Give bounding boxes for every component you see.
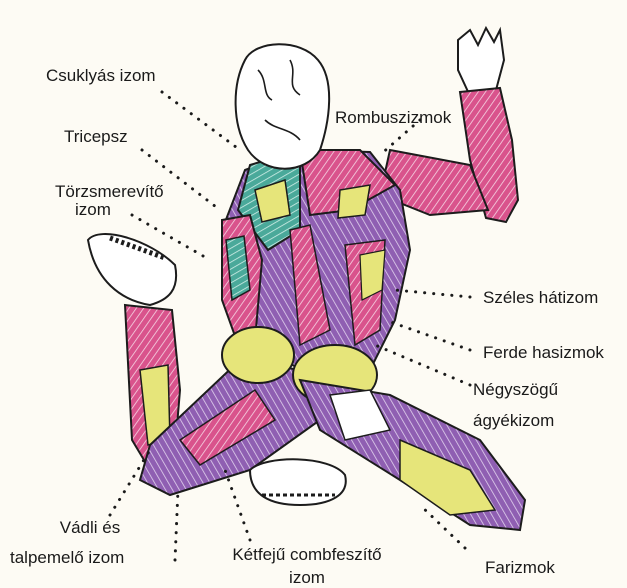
label-ferde-hasizmok: Ferde hasizmok	[483, 343, 604, 363]
label-tricepsz: Tricepsz	[64, 127, 128, 147]
label-vadli-line2: talpemelő izom	[10, 548, 124, 568]
label-vadli-line1: Vádli és	[25, 518, 155, 538]
shoe	[250, 459, 346, 505]
label-csuklyas-izom: Csuklyás izom	[46, 66, 156, 86]
label-szeles-hatizom: Széles hátizom	[483, 288, 598, 308]
label-rombuszizmok: Rombuszizmok	[335, 108, 451, 128]
label-torzsmerevito-line1: Törzsmerevítő	[55, 182, 164, 202]
label-negyszogu-line1: Négyszögű	[473, 380, 558, 400]
front-leg	[300, 380, 525, 530]
label-farizmok: Farizmok	[485, 558, 555, 578]
label-torzsmerevito-line2: izom	[75, 200, 111, 220]
label-ketfeju-line2: izom	[217, 568, 397, 588]
label-negyszogu-line2: ágyékizom	[473, 411, 554, 431]
label-ketfeju-line1: Kétfejű combfeszítő	[217, 545, 397, 565]
head	[236, 44, 330, 169]
